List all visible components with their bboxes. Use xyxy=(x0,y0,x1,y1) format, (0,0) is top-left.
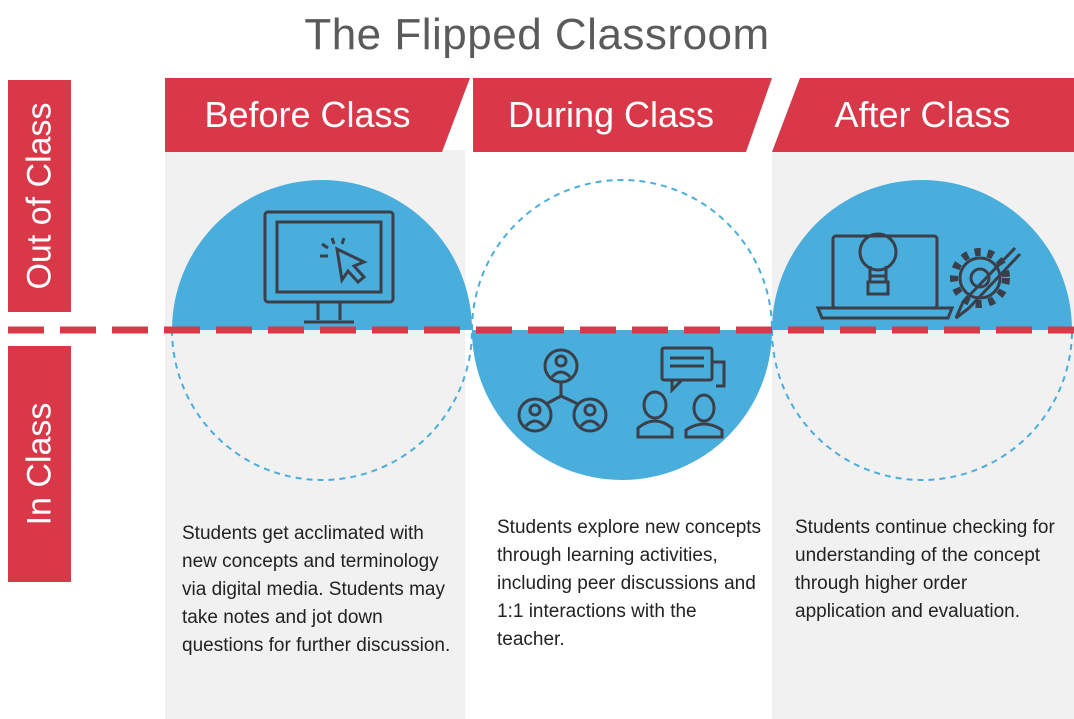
before-class-header: Before Class xyxy=(204,94,411,135)
page-title: The Flipped Classroom xyxy=(304,10,770,59)
desktop-monitor-cursor-icon xyxy=(263,210,395,324)
after-bottom-dashed-arc xyxy=(771,329,1073,481)
during-class-header: During Class xyxy=(507,94,715,135)
during-class-banner xyxy=(473,78,772,152)
before-class-description: Students get acclimated with new concept… xyxy=(182,523,451,656)
before-class-banner xyxy=(165,78,470,152)
after-class-description: Students continue checking for understan… xyxy=(795,517,1055,622)
after-class-header: After Class xyxy=(834,94,1011,135)
out-of-class-label: Out of Class xyxy=(8,80,71,312)
peer-network-icon xyxy=(517,348,608,433)
after-class-banner xyxy=(772,78,1074,152)
during-bottom-semicircle xyxy=(472,330,772,480)
discussion-people-icon xyxy=(636,346,726,439)
during-top-dashed-arc xyxy=(471,179,773,331)
in-class-label: In Class xyxy=(8,346,71,582)
before-bottom-dashed-arc xyxy=(171,329,473,481)
during-class-description: Students explore new concepts through le… xyxy=(497,517,762,650)
gear-pencil-icon xyxy=(950,246,1022,320)
laptop-lightbulb-icon xyxy=(815,232,955,320)
